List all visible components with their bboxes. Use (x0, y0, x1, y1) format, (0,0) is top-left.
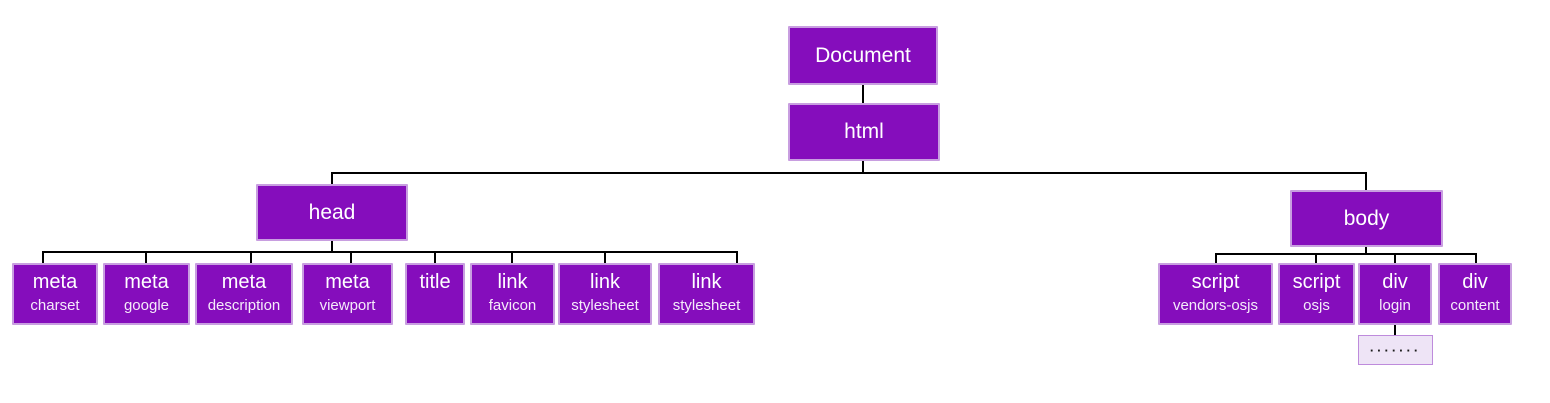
connector-drop-title (434, 251, 436, 263)
connector-drop-script-osjs (1315, 253, 1317, 263)
node-meta-description: meta description (195, 263, 293, 325)
node-sublabel: description (207, 297, 281, 314)
node-title: title (405, 263, 465, 325)
node-document: Document (788, 26, 938, 85)
connector-drop-link-stylesheet-2 (736, 251, 738, 263)
node-body: body (1290, 190, 1443, 247)
node-label: link (589, 271, 620, 293)
connector-html-stub (862, 161, 864, 173)
node-label: link (497, 271, 528, 293)
connector-head-children-bar (42, 251, 738, 253)
connector-drop-meta-viewport (350, 251, 352, 263)
node-sublabel: charset (30, 297, 80, 314)
placeholder-dots: ······· (1369, 342, 1422, 358)
connector-drop-div-content (1475, 253, 1477, 263)
node-label: meta (124, 271, 169, 293)
connector-drop-meta-description (250, 251, 252, 263)
node-link-stylesheet-1: link stylesheet (558, 263, 652, 325)
node-label: meta (325, 271, 370, 293)
connector-drop-body (1365, 172, 1367, 190)
node-sublabel: stylesheet (571, 297, 639, 314)
connector-drop-link-favicon (511, 251, 513, 263)
node-html-label: html (844, 120, 884, 143)
node-meta-google: meta google (103, 263, 190, 325)
connector-body-children-bar (1215, 253, 1477, 255)
node-div-login: div login (1358, 263, 1432, 325)
node-head-label: head (308, 200, 356, 224)
connector-login-placeholder (1394, 325, 1396, 335)
node-script-vendors-osjs: script vendors-osjs (1158, 263, 1273, 325)
connector-drop-meta-charset (42, 251, 44, 263)
connector-drop-meta-google (145, 251, 147, 263)
node-label: meta (221, 271, 267, 293)
node-sublabel: login (1379, 297, 1411, 314)
node-body-label: body (1343, 206, 1390, 230)
node-link-favicon: link favicon (470, 263, 555, 325)
node-link-stylesheet-2: link stylesheet (658, 263, 755, 325)
connector-html-children-bar (331, 172, 1367, 174)
node-document-label: Document (815, 43, 911, 67)
node-head: head (256, 184, 408, 241)
node-sublabel: stylesheet (672, 297, 741, 314)
node-sublabel: viewport (319, 297, 376, 314)
node-sublabel: google (123, 297, 170, 314)
node-sublabel: favicon (488, 297, 537, 314)
node-login-children-placeholder: ······· (1358, 335, 1433, 365)
node-meta-viewport: meta viewport (302, 263, 393, 325)
node-label: link (691, 271, 722, 293)
node-label: title (419, 271, 451, 293)
node-div-content: div content (1438, 263, 1512, 325)
connector-drop-link-stylesheet-1 (604, 251, 606, 263)
connector-drop-head (331, 172, 333, 184)
node-sublabel: osjs (1303, 297, 1330, 314)
node-meta-charset: meta charset (12, 263, 98, 325)
node-label: div (1462, 271, 1488, 293)
node-sublabel: vendors-osjs (1172, 297, 1259, 314)
node-script-osjs: script osjs (1278, 263, 1355, 325)
connector-drop-script-vendors (1215, 253, 1217, 263)
node-html: html (788, 103, 940, 161)
connector-head-stub (331, 241, 333, 253)
connector-body-stub (1365, 247, 1367, 255)
connector-drop-div-login (1394, 253, 1396, 263)
node-label: script (1292, 271, 1341, 293)
node-sublabel: content (1450, 297, 1500, 314)
node-label: div (1382, 271, 1408, 293)
node-label: meta (32, 271, 78, 293)
node-label: script (1191, 271, 1240, 293)
connector-document-html (862, 85, 864, 103)
